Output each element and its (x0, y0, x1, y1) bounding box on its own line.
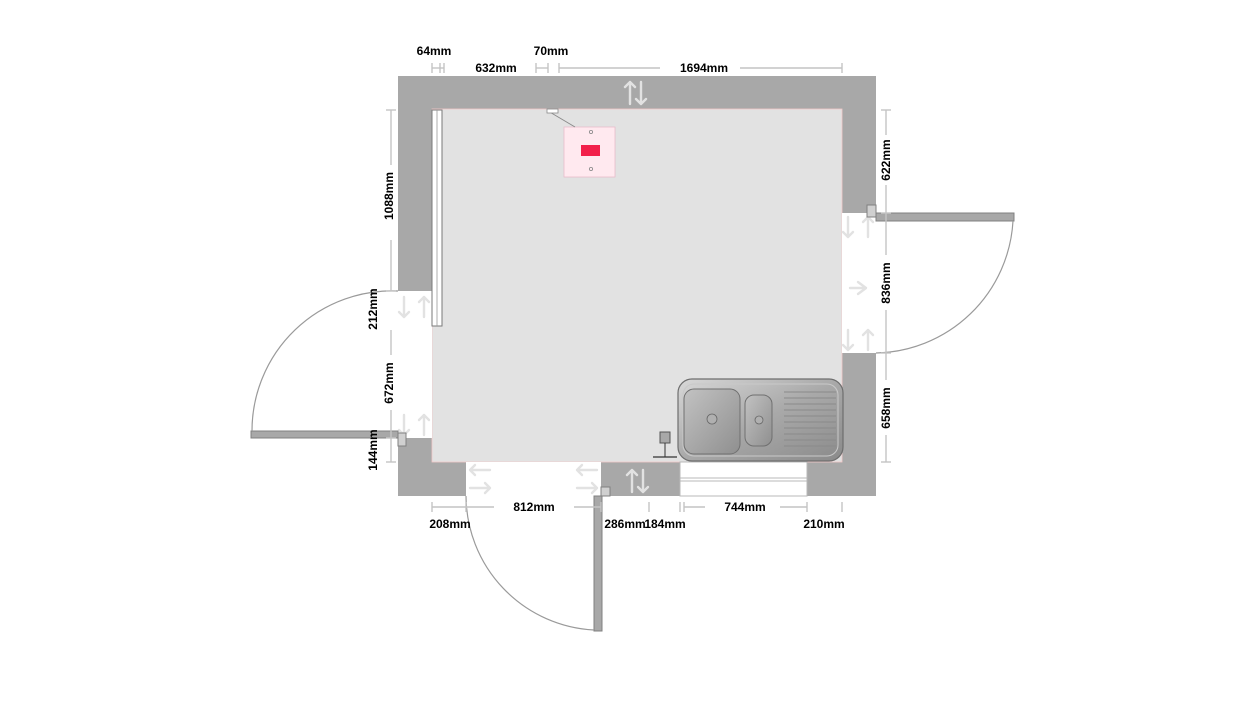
dim-right-a: 622mm (879, 139, 893, 180)
sink-icon[interactable] (677, 378, 844, 462)
dim-left-c: 672mm (382, 362, 396, 403)
door-right[interactable] (866, 204, 1015, 354)
dim-bottom-c: 286mm (604, 517, 645, 531)
dim-top-d: 1694mm (680, 61, 728, 75)
dim-right-b: 836mm (879, 262, 893, 303)
dim-bottom-d: 184mm (644, 517, 685, 531)
door-bottom[interactable] (465, 486, 611, 632)
tap-icon[interactable] (653, 431, 677, 458)
window-bottom[interactable] (679, 461, 808, 497)
dim-top-a: 64mm (417, 44, 452, 58)
dim-top-b: 632mm (475, 61, 516, 75)
radiator-icon[interactable] (546, 108, 616, 178)
dim-left-d: 144mm (366, 429, 380, 470)
dim-left-a: 1088mm (382, 172, 396, 220)
dim-bottom-f: 210mm (803, 517, 844, 531)
dimension-labels: 64mm 632mm 70mm 1694mm 1088mm 212mm 672m… (366, 44, 893, 531)
dim-bottom-a: 208mm (429, 517, 470, 531)
dimension-lines (386, 63, 891, 512)
dim-top-c: 70mm (534, 44, 569, 58)
dim-right-c: 658mm (879, 387, 893, 428)
dim-bottom-e: 744mm (724, 500, 765, 514)
door-left[interactable] (250, 290, 407, 447)
dim-left-b: 212mm (366, 288, 380, 329)
dim-bottom-b: 812mm (513, 500, 554, 514)
